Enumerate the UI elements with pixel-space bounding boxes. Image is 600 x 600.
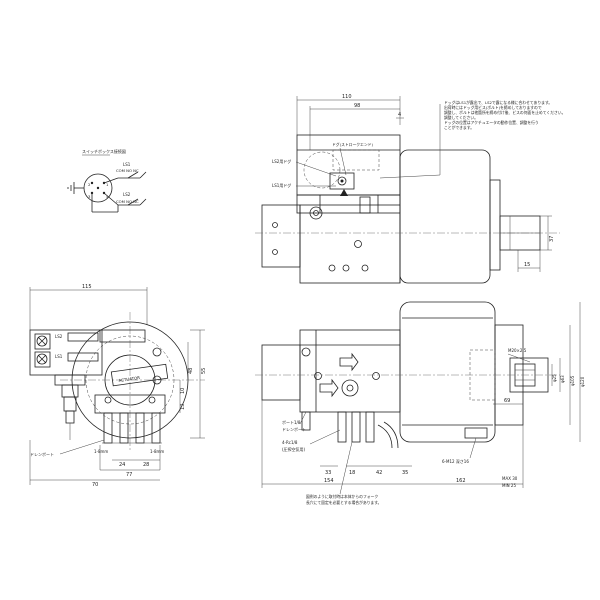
top-actuator-head bbox=[261, 204, 301, 268]
side-switch-head bbox=[261, 344, 301, 401]
switch-ls2-contacts: COM NO NC bbox=[116, 199, 139, 204]
dim-1-8mm-right: 1-8mm bbox=[150, 449, 164, 454]
dim-holes: 6-M12 深さ16 bbox=[442, 458, 469, 464]
side-port-label-c: 4-Rc1/8 bbox=[282, 440, 298, 445]
ls2-dog-label: LS2用ドグ bbox=[272, 158, 291, 164]
dog-marker bbox=[340, 189, 348, 196]
note-line-3: 調整し、ボルトは他箇所を締め付け後、ビスの何面を止めてください。 bbox=[444, 110, 565, 115]
dim-98: 98 bbox=[354, 103, 360, 109]
top-view-note: ドッグはLS1が露出で、LS2で露になる様に合わせてあります。 出荷時にはドッグ… bbox=[379, 100, 565, 179]
dim-15: 15 bbox=[524, 262, 530, 268]
dim-154: 154 bbox=[324, 478, 334, 484]
dim-min: MIN 25 bbox=[502, 483, 516, 488]
dog-stroke-end-label: ドグ(ストロークエンド) bbox=[332, 142, 373, 147]
side-port-label-d: (圧搾空気用) bbox=[282, 446, 306, 452]
side-cylinder bbox=[399, 301, 496, 443]
side-actuator-body bbox=[299, 329, 401, 413]
dim-162: 162 bbox=[456, 478, 466, 484]
dim-55: 55 bbox=[201, 368, 207, 374]
top-port-2 bbox=[354, 240, 362, 248]
dim-m20: M20×2.5 bbox=[508, 348, 527, 353]
top-flange bbox=[489, 179, 501, 271]
dim-phi63: φ63 bbox=[560, 375, 565, 383]
switch-box-hidden bbox=[332, 149, 380, 171]
dim-35: 35 bbox=[402, 470, 408, 476]
dim-69: 69 bbox=[504, 398, 510, 404]
switch-box-title: スイッチボックス接続図 bbox=[82, 148, 126, 154]
front-ls1-label: LS1 bbox=[55, 354, 63, 359]
flow-arrow-2 bbox=[319, 378, 339, 398]
dim-37: 37 bbox=[549, 236, 555, 242]
dim-phi25: φ25 bbox=[552, 374, 557, 382]
side-port-upper bbox=[301, 347, 311, 357]
svg-text:1: 1 bbox=[106, 182, 109, 187]
dim-24: 24 bbox=[119, 462, 125, 468]
dim-1-8mm-left: 1-8mm bbox=[94, 449, 108, 454]
side-port-label-a: ポート1/8 bbox=[282, 419, 301, 425]
dim-48: 48 bbox=[188, 368, 194, 374]
front-top-ear bbox=[99, 329, 146, 343]
note-line-6: ことができます。 bbox=[444, 125, 474, 130]
dim-13: 13 bbox=[180, 404, 186, 410]
top-base-plate bbox=[296, 194, 401, 214]
bottom-note-2: 長穴にて固定を必要とする場合があります。 bbox=[306, 500, 381, 505]
switch-ls2-label: LS2 bbox=[123, 192, 131, 197]
dim-10: 10 bbox=[180, 388, 186, 394]
switch-ls1-label: LS1 bbox=[123, 162, 131, 167]
front-drain-label: ドレンポート bbox=[30, 451, 54, 457]
dim-33: 33 bbox=[325, 470, 331, 476]
top-view: 110 98 4 ドグ(ストロークエンド) LS2用ドグ LS1用ドグ bbox=[255, 94, 565, 284]
svg-text:2: 2 bbox=[88, 182, 91, 187]
side-port-label-b: ドレンポート bbox=[282, 426, 306, 432]
note-line-4: 調整してください。 bbox=[444, 115, 478, 120]
dim-115: 115 bbox=[82, 284, 92, 290]
switch-box-diagram: スイッチボックス接続図 2 1 3 4 LS1 COM NO NC LS2 CO… bbox=[67, 148, 147, 213]
dim-4: 4 bbox=[398, 112, 401, 118]
brand-plate bbox=[110, 363, 169, 387]
top-cylinder bbox=[399, 149, 491, 284]
bottom-note-1: 図例のように取付時は本体からのフォーク bbox=[306, 494, 378, 499]
dim-77: 77 bbox=[126, 472, 132, 478]
side-pipe bbox=[377, 424, 393, 449]
dim-70: 70 bbox=[92, 482, 98, 488]
dim-max: MAX 30 bbox=[502, 476, 518, 481]
top-port-3 bbox=[328, 264, 336, 272]
front-ls2-label: LS2 bbox=[55, 334, 63, 339]
side-main-port bbox=[341, 379, 359, 397]
flow-arrow-1 bbox=[339, 352, 359, 372]
cam-hidden-circle bbox=[303, 151, 341, 189]
note-line-5: ドッグの位置はアクチュエータの動作位置、調整を行う bbox=[444, 120, 539, 125]
switch-ls1-contacts: COM NO NC bbox=[116, 168, 139, 173]
front-view: 115 LS2 LS1 ACTUATOR bbox=[29, 284, 207, 488]
dim-18: 18 bbox=[349, 470, 355, 476]
front-bottom-base bbox=[94, 394, 166, 414]
dim-110: 110 bbox=[342, 94, 352, 100]
svg-text:3: 3 bbox=[88, 194, 91, 199]
ls1-dog-label: LS1用ドグ bbox=[272, 182, 291, 188]
top-actuator-body bbox=[299, 204, 401, 284]
dim-42: 42 bbox=[376, 470, 382, 476]
side-view: ポート1/8 ドレンポート 4-Rc1/8 (圧搾空気用) M20×2.5 φ2… bbox=[255, 301, 585, 505]
dim-phi120: φ120 bbox=[580, 376, 585, 387]
dim-phi105: φ105 bbox=[570, 375, 575, 386]
note-line-1: ドッグはLS1が露出で、LS2で露になる様に合わせてあります。 bbox=[444, 100, 552, 105]
note-line-2: 出荷時にはドッグ用ビス(ボルト)を締めしておりますので bbox=[444, 105, 542, 110]
dim-28: 28 bbox=[143, 462, 149, 468]
dog-block bbox=[329, 172, 355, 190]
brand-text: ACTUATOR bbox=[118, 375, 140, 383]
top-port-1 bbox=[309, 206, 323, 220]
